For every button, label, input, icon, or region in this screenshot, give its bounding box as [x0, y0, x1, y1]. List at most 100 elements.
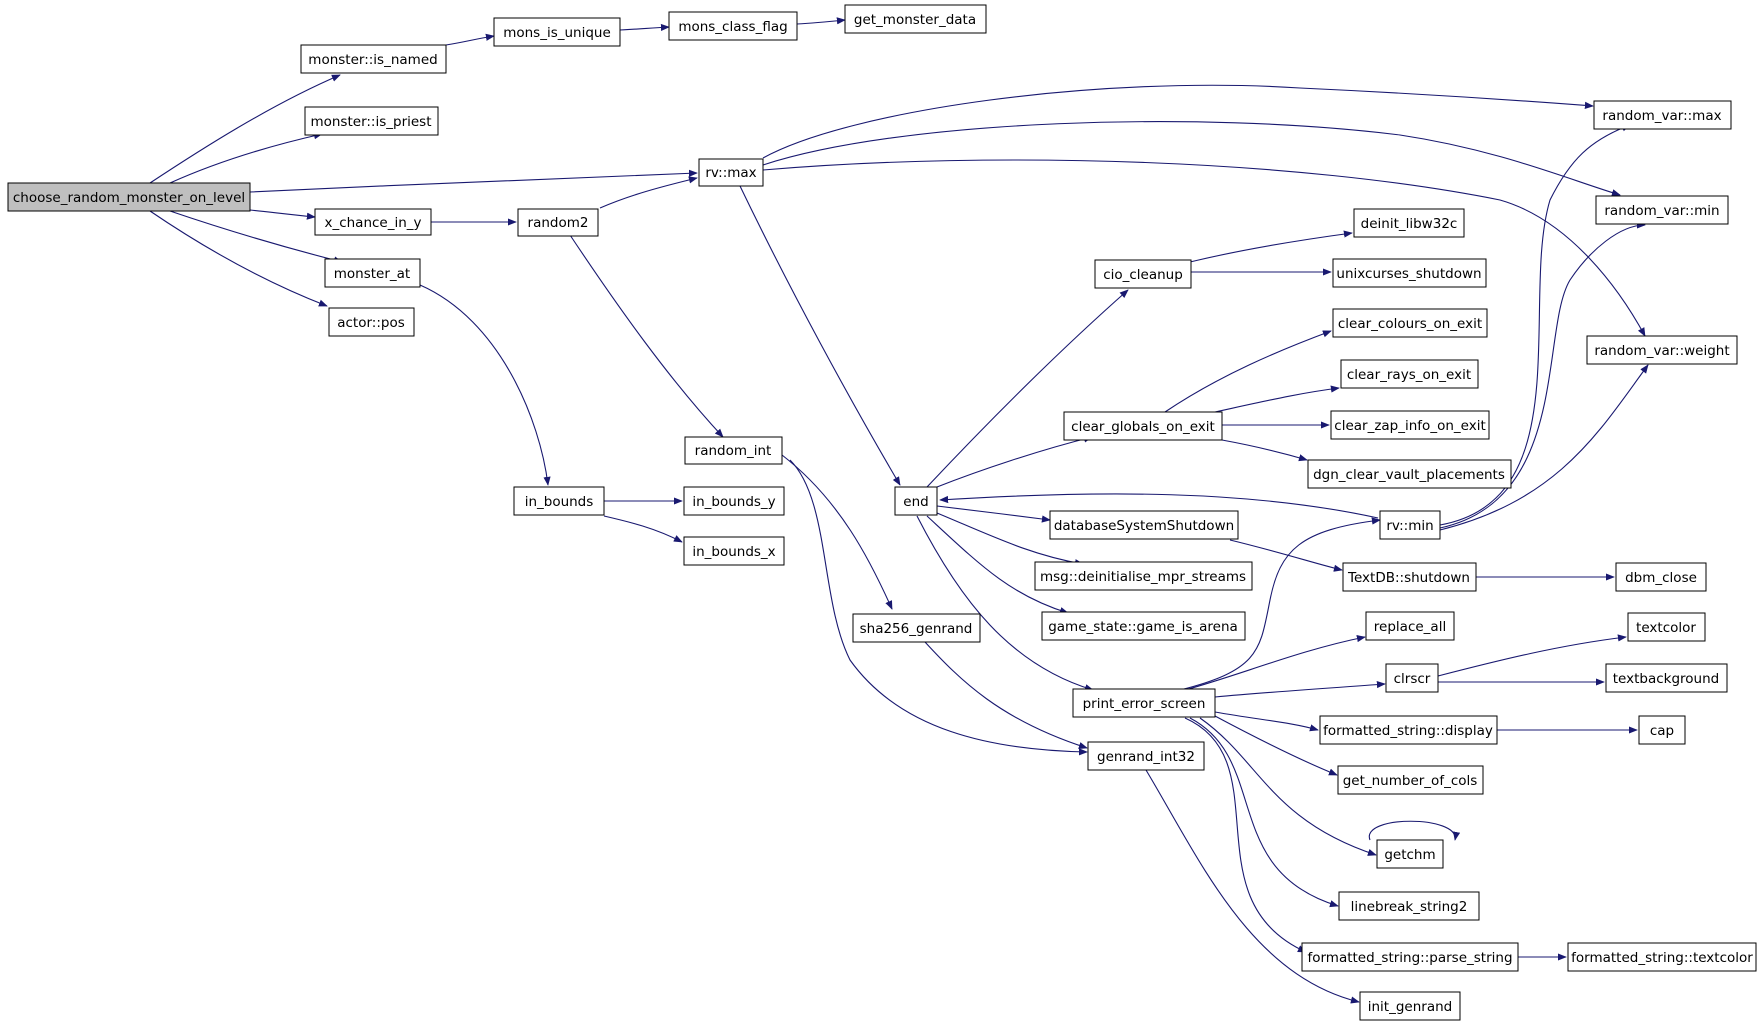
- node-formatted-string-display[interactable]: formatted_string::display: [1319, 715, 1498, 745]
- edge-globals-to-colours: [1164, 330, 1332, 413]
- node-game-state-game-is-arena[interactable]: game_state::game_is_arena: [1041, 611, 1246, 641]
- edge-random2-to-random-int: [569, 234, 724, 438]
- node-get-monster-data[interactable]: get_monster_data: [844, 4, 987, 34]
- svg-text:msg::deinitialise_mpr_streams: msg::deinitialise_mpr_streams: [1040, 569, 1246, 585]
- node-random-var-min[interactable]: random_var::min: [1595, 195, 1729, 225]
- svg-text:TextDB::shutdown: TextDB::shutdown: [1347, 570, 1470, 586]
- edge-cio-to-deinit-libw32c: [1189, 230, 1353, 263]
- edge-end-to-game-is-arena: [926, 515, 1069, 615]
- edge-monster-at-to-in-bounds: [419, 284, 551, 486]
- edge-print-to-getchm: [1199, 717, 1377, 856]
- node-mons-class-flag[interactable]: mons_class_flag: [668, 11, 798, 41]
- node-formatted-string-textcolor[interactable]: formatted_string::textcolor: [1567, 942, 1757, 972]
- node-clear-colours-on-exit[interactable]: clear_colours_on_exit: [1332, 308, 1488, 338]
- svg-text:deinit_libw32c: deinit_libw32c: [1361, 216, 1458, 232]
- node-linebreak-string2[interactable]: linebreak_string2: [1338, 891, 1480, 921]
- node-dbm-close[interactable]: dbm_close: [1615, 562, 1707, 592]
- nodes: choose_random_monster_on_level monster::…: [7, 4, 1757, 1021]
- svg-text:x_chance_in_y: x_chance_in_y: [324, 215, 421, 231]
- svg-text:replace_all: replace_all: [1374, 619, 1446, 635]
- svg-text:get_monster_data: get_monster_data: [854, 12, 976, 28]
- node-in-bounds-x[interactable]: in_bounds_x: [683, 536, 785, 566]
- svg-text:sha256_genrand: sha256_genrand: [860, 621, 973, 637]
- node-dgn-clear-vault-placements[interactable]: dgn_clear_vault_placements: [1307, 459, 1512, 489]
- edge-print-to-parse-string: [1184, 717, 1307, 953]
- svg-text:in_bounds: in_bounds: [525, 494, 594, 510]
- node-sha256-genrand[interactable]: sha256_genrand: [852, 613, 981, 643]
- svg-text:mons_is_unique: mons_is_unique: [503, 25, 611, 41]
- svg-text:dgn_clear_vault_placements: dgn_clear_vault_placements: [1313, 467, 1505, 483]
- node-get-number-of-cols[interactable]: get_number_of_cols: [1337, 765, 1484, 795]
- svg-text:clear_colours_on_exit: clear_colours_on_exit: [1338, 316, 1482, 332]
- svg-text:mons_class_flag: mons_class_flag: [678, 19, 787, 35]
- node-init-genrand[interactable]: init_genrand: [1359, 991, 1461, 1021]
- svg-text:random2: random2: [528, 215, 589, 231]
- edge-end-to-cio-cleanup: [926, 289, 1129, 488]
- svg-text:clear_zap_info_on_exit: clear_zap_info_on_exit: [1334, 418, 1485, 434]
- svg-text:monster_at: monster_at: [334, 266, 410, 282]
- node-cio-cleanup[interactable]: cio_cleanup: [1094, 259, 1192, 289]
- node-rv-min[interactable]: rv::min: [1379, 510, 1441, 540]
- edge-is-named-to-mons-is-unique: [445, 33, 495, 46]
- node-clrscr[interactable]: clrscr: [1385, 663, 1439, 693]
- node-cap[interactable]: cap: [1638, 715, 1686, 745]
- edge-rv-max-to-random-var-min: [762, 121, 1621, 197]
- edge-print-to-rv-min: [1179, 517, 1381, 691]
- edge-print-to-clrscr: [1214, 680, 1386, 698]
- node-textbackground[interactable]: textbackground: [1605, 663, 1728, 693]
- edge-rv-max-to-end: [739, 185, 901, 486]
- node-actor-pos[interactable]: actor::pos: [328, 307, 415, 337]
- node-textdb-shutdown[interactable]: TextDB::shutdown: [1342, 562, 1477, 592]
- node-in-bounds-y[interactable]: in_bounds_y: [683, 486, 785, 516]
- edge-rv-max-to-random-var-weight: [762, 159, 1646, 337]
- edge-clrscr-to-textcolor: [1437, 634, 1627, 677]
- node-x-chance-in-y[interactable]: x_chance_in_y: [314, 208, 432, 236]
- svg-text:random_var::min: random_var::min: [1604, 203, 1719, 219]
- node-mons-is-unique[interactable]: mons_is_unique: [493, 17, 621, 47]
- node-monster-at[interactable]: monster_at: [324, 258, 421, 288]
- node-random-var-max[interactable]: random_var::max: [1593, 100, 1732, 130]
- svg-text:genrand_int32: genrand_int32: [1097, 749, 1195, 765]
- node-textcolor[interactable]: textcolor: [1627, 612, 1706, 642]
- node-getchm[interactable]: getchm: [1376, 839, 1444, 869]
- node-monster-is-priest[interactable]: monster::is_priest: [304, 106, 439, 136]
- edge-choose-to-x-chance: [249, 209, 316, 220]
- node-random-int[interactable]: random_int: [684, 436, 783, 465]
- edge-globals-to-rays: [1214, 385, 1340, 413]
- node-msg-deinitialise-mpr-streams[interactable]: msg::deinitialise_mpr_streams: [1034, 561, 1253, 591]
- svg-text:in_bounds_x: in_bounds_x: [692, 544, 775, 560]
- edge-print-to-linebreak: [1189, 717, 1339, 908]
- svg-text:init_genrand: init_genrand: [1368, 999, 1452, 1015]
- node-monster-is-named[interactable]: monster::is_named: [300, 44, 447, 74]
- node-random-var-weight[interactable]: random_var::weight: [1586, 335, 1738, 365]
- node-random2[interactable]: random2: [517, 208, 599, 237]
- node-in-bounds[interactable]: in_bounds: [513, 486, 605, 516]
- svg-text:dbm_close: dbm_close: [1625, 570, 1697, 586]
- node-unixcurses-shutdown[interactable]: unixcurses_shutdown: [1332, 258, 1487, 288]
- node-print-error-screen[interactable]: print_error_screen: [1072, 688, 1216, 718]
- edge-globals-to-dgn: [1221, 439, 1308, 462]
- node-genrand-int32[interactable]: genrand_int32: [1087, 741, 1205, 771]
- svg-text:rv::min: rv::min: [1386, 518, 1433, 534]
- svg-text:random_var::max: random_var::max: [1602, 108, 1721, 124]
- edge-sha256-to-genrand: [924, 641, 1088, 749]
- svg-text:in_bounds_y: in_bounds_y: [692, 494, 775, 510]
- node-deinit-libw32c[interactable]: deinit_libw32c: [1353, 208, 1465, 238]
- node-clear-rays-on-exit[interactable]: clear_rays_on_exit: [1340, 359, 1479, 389]
- svg-text:databaseSystemShutdown: databaseSystemShutdown: [1054, 518, 1234, 534]
- node-replace-all[interactable]: replace_all: [1365, 611, 1455, 641]
- node-end[interactable]: end: [894, 486, 938, 516]
- node-choose-random-monster-on-level[interactable]: choose_random_monster_on_level: [7, 182, 251, 212]
- node-clear-globals-on-exit[interactable]: clear_globals_on_exit: [1063, 411, 1223, 441]
- edge-in-bounds-to-x: [603, 515, 683, 543]
- edge-choose-to-actor-pos: [149, 210, 328, 307]
- node-clear-zap-info-on-exit[interactable]: clear_zap_info_on_exit: [1330, 410, 1490, 440]
- edge-end-to-database-shutdown: [936, 505, 1051, 523]
- node-rv-max[interactable]: rv::max: [698, 158, 764, 187]
- edge-random-int-to-sha256: [781, 454, 893, 610]
- node-label: choose_random_monster_on_level: [13, 190, 245, 206]
- edge-choose-to-monster-at: [169, 210, 343, 264]
- node-database-system-shutdown[interactable]: databaseSystemShutdown: [1049, 510, 1239, 540]
- node-formatted-string-parse-string[interactable]: formatted_string::parse_string: [1301, 942, 1519, 972]
